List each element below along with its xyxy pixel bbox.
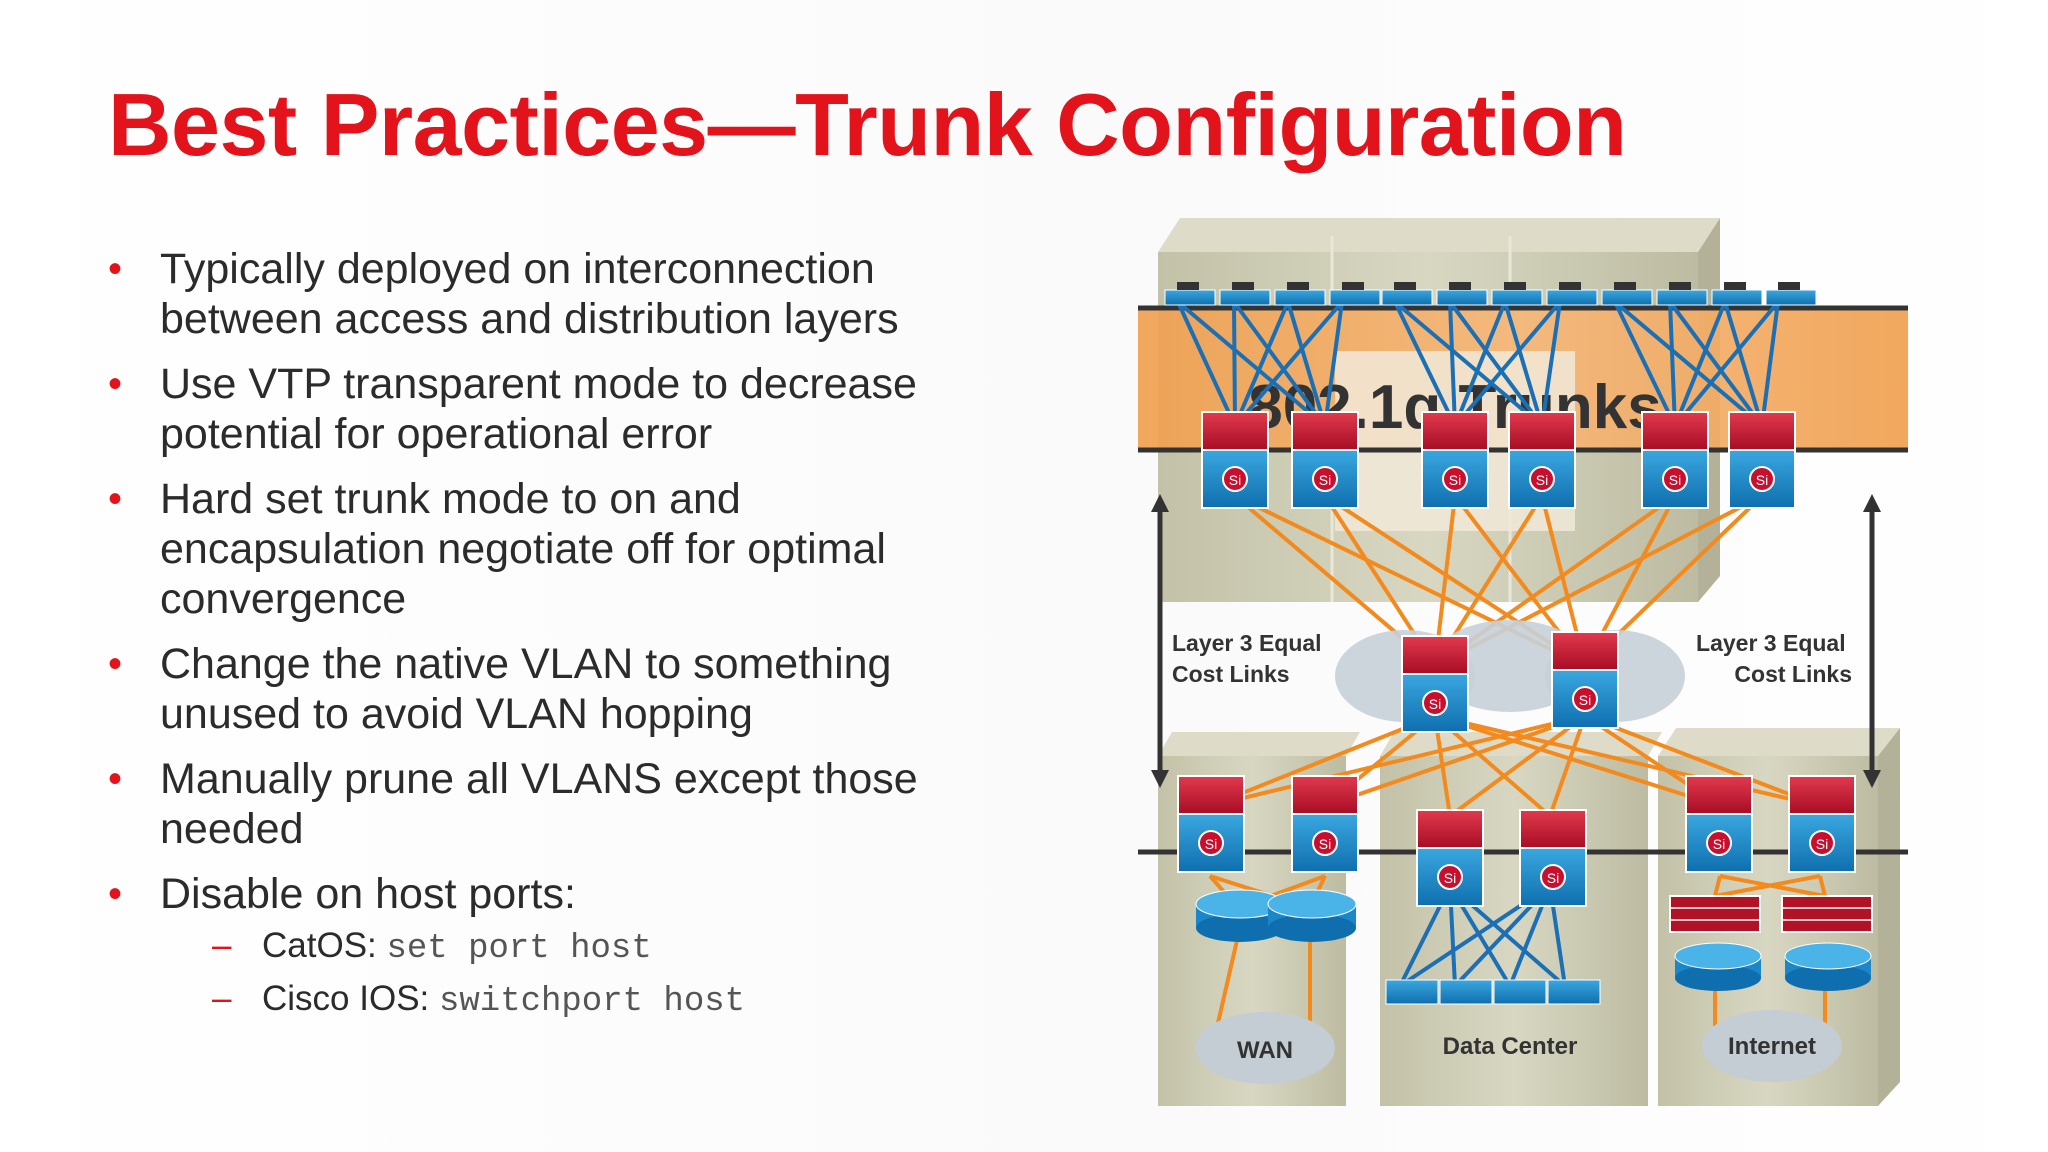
si-badge: Si <box>1319 836 1331 852</box>
bullet-item: • Use VTP transparent mode to decrease p… <box>108 359 1008 459</box>
access-switch <box>1329 282 1381 306</box>
firewall-icon <box>1669 895 1761 933</box>
internet-label: Internet <box>1728 1033 1816 1060</box>
distribution-switch: Si <box>1508 411 1576 509</box>
router-icon <box>1267 889 1357 942</box>
access-switch <box>1601 282 1653 306</box>
distribution-switch: Si <box>1201 411 1269 509</box>
si-badge: Si <box>1536 472 1548 488</box>
access-switch <box>1491 282 1543 306</box>
distribution-switch: Si <box>1728 411 1796 509</box>
si-badge: Si <box>1449 472 1461 488</box>
left-label-line2: Cost Links <box>1172 661 1290 687</box>
datacenter-label: Data Center <box>1443 1033 1578 1060</box>
access-switch <box>1381 282 1433 306</box>
l2-links-top <box>1176 300 1780 428</box>
datacenter-switch: Si <box>1519 809 1587 907</box>
bullet-item: • Typically deployed on interconnection … <box>108 244 1008 344</box>
equal-cost-arrow-left <box>1151 494 1169 788</box>
access-switch <box>1546 282 1598 306</box>
bullet-text: Typically deployed on interconnection be… <box>160 245 899 343</box>
access-switch <box>1711 282 1763 306</box>
bullet-text: Change the native VLAN to something unus… <box>160 640 892 738</box>
slide-title: Best Practices—Trunk Configuration <box>108 75 1627 174</box>
si-badge: Si <box>1816 836 1828 852</box>
si-badge: Si <box>1319 472 1331 488</box>
bullet-text: Hard set trunk mode to on and encapsulat… <box>160 475 886 623</box>
bullet-item: • Disable on host ports: – CatOS: set po… <box>108 869 1008 1027</box>
wan-switch: Si <box>1291 775 1359 873</box>
bullet-icon: • <box>108 757 123 801</box>
right-label-line1: Layer 3 Equal <box>1696 630 1846 656</box>
bullet-icon: • <box>108 642 123 686</box>
bullet-list: • Typically deployed on interconnection … <box>108 244 1008 1042</box>
right-equal-cost-label: Layer 3 Equal Cost Links <box>1696 630 1852 687</box>
bullet-icon: • <box>108 362 123 406</box>
si-badge: Si <box>1205 836 1217 852</box>
bullet-item: • Hard set trunk mode to on and encapsul… <box>108 474 1008 624</box>
subbullet-label: Cisco IOS: <box>262 979 439 1018</box>
bullet-item: • Manually prune all VLANS except those … <box>108 754 1008 854</box>
left-equal-cost-label: Layer 3 Equal Cost Links <box>1172 630 1328 687</box>
distribution-switch: Si <box>1421 411 1489 509</box>
command-text: switchport host <box>438 983 746 1021</box>
datacenter-switch: Si <box>1416 809 1484 907</box>
si-badge: Si <box>1444 870 1456 886</box>
si-badge: Si <box>1429 696 1441 712</box>
wan-cloud: WAN <box>1195 1012 1335 1084</box>
distribution-switch: Si <box>1641 411 1709 509</box>
firewall-icon <box>1781 895 1873 933</box>
subbullet-list: – CatOS: set port host – Cisco IOS: swit… <box>160 921 1008 1027</box>
bullet-text: Disable on host ports: <box>160 870 576 918</box>
distribution-switch: Si <box>1291 411 1359 509</box>
si-badge: Si <box>1547 870 1559 886</box>
access-switch <box>1436 282 1488 306</box>
si-badge: Si <box>1579 692 1591 708</box>
core-switch: Si <box>1551 631 1619 729</box>
si-badge: Si <box>1756 472 1768 488</box>
si-badge: Si <box>1713 836 1725 852</box>
bullet-icon: • <box>108 477 123 521</box>
access-switch <box>1765 282 1817 306</box>
access-switch <box>1219 282 1271 306</box>
bullet-text: Manually prune all VLANS except those ne… <box>160 755 918 853</box>
si-badge: Si <box>1229 472 1241 488</box>
access-switch <box>1274 282 1326 306</box>
bullet-text: Use VTP transparent mode to decrease pot… <box>160 360 917 458</box>
access-switch <box>1164 282 1216 306</box>
internet-cloud: Internet <box>1702 1010 1842 1082</box>
left-label-line1: Layer 3 Equal <box>1172 630 1322 656</box>
router-icon <box>1674 942 1762 991</box>
server-switch-row <box>1385 979 1601 1005</box>
internet-switch: Si <box>1788 775 1856 873</box>
si-badge: Si <box>1669 472 1681 488</box>
equal-cost-arrow-right <box>1863 494 1881 788</box>
right-label-line2: Cost Links <box>1734 661 1852 687</box>
subbullet-catos: – CatOS: set port host <box>160 921 1008 974</box>
subbullet-ios: – Cisco IOS: switchport host <box>160 974 1008 1027</box>
subbullet-label: CatOS: <box>262 926 387 965</box>
access-switch-row <box>1164 282 1817 306</box>
dash-icon: – <box>212 979 232 1018</box>
core-switch: Si <box>1401 635 1469 733</box>
wan-switch: Si <box>1177 775 1245 873</box>
bullet-icon: • <box>108 872 123 916</box>
bullet-item: • Change the native VLAN to something un… <box>108 639 1008 739</box>
access-switch <box>1656 282 1708 306</box>
wan-label: WAN <box>1237 1037 1293 1064</box>
internet-switch: Si <box>1685 775 1753 873</box>
router-icon <box>1784 942 1872 991</box>
router-icon <box>1195 889 1285 942</box>
network-diagram: 802.1q Trunks <box>1138 218 1908 1106</box>
bullet-icon: • <box>108 247 123 291</box>
command-text: set port host <box>386 930 652 968</box>
dash-icon: – <box>212 926 232 965</box>
